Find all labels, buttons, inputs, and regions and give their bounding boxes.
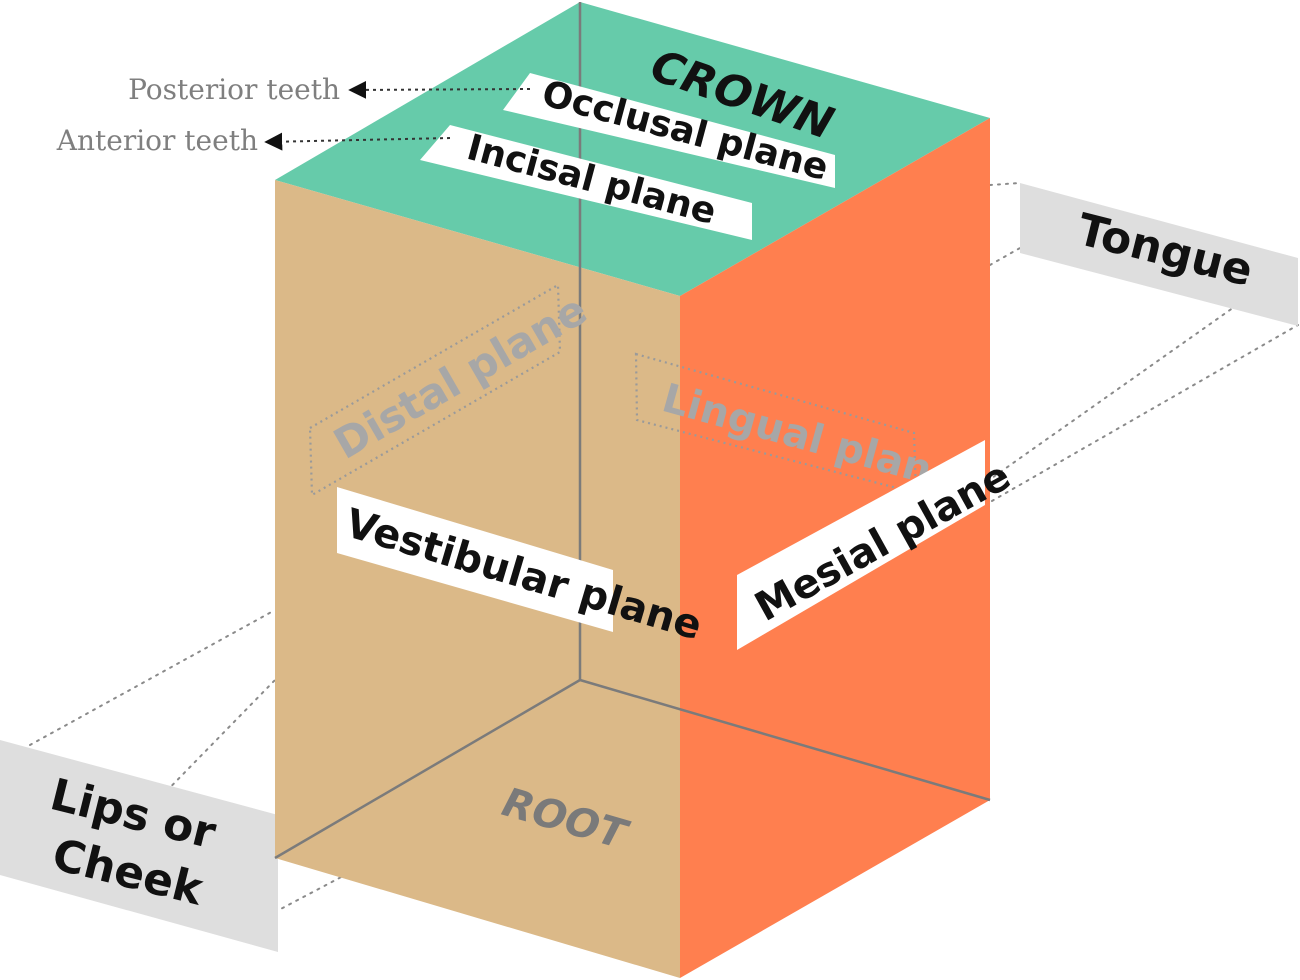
lips-guide-mid [149,679,276,809]
tongue-guide-top [989,182,1021,186]
lips-panel [0,740,278,952]
tongue-panel-group: Tongue [1020,183,1298,326]
incisal-plane-bg [420,125,752,240]
occlusal-plane-bg [503,73,835,188]
posterior-teeth-arrow [348,80,531,99]
tooth-block [274,2,991,978]
lips-guide-top [29,609,276,746]
tongue-guide-bottom [989,247,1021,266]
hidden-right-bottom-edge [579,678,991,802]
mesial-plane-bg [737,440,985,650]
vestibular-plane-bg [337,487,613,632]
hidden-left-bottom-edge [274,678,581,860]
lips-panel-group: Lips or Cheek [0,740,278,952]
anterior-teeth-label: Anterior teeth [56,124,258,157]
posterior-teeth-callout: Posterior teeth [128,73,531,106]
distal-plane-box [308,283,562,497]
tongue-guide-long-2 [984,324,1299,506]
posterior-teeth-label: Posterior teeth [128,73,340,106]
tongue-panel [1020,183,1298,326]
anterior-teeth-callout: Anterior teeth [56,124,451,157]
anterior-teeth-arrow [264,132,451,151]
crown-face [275,2,990,296]
